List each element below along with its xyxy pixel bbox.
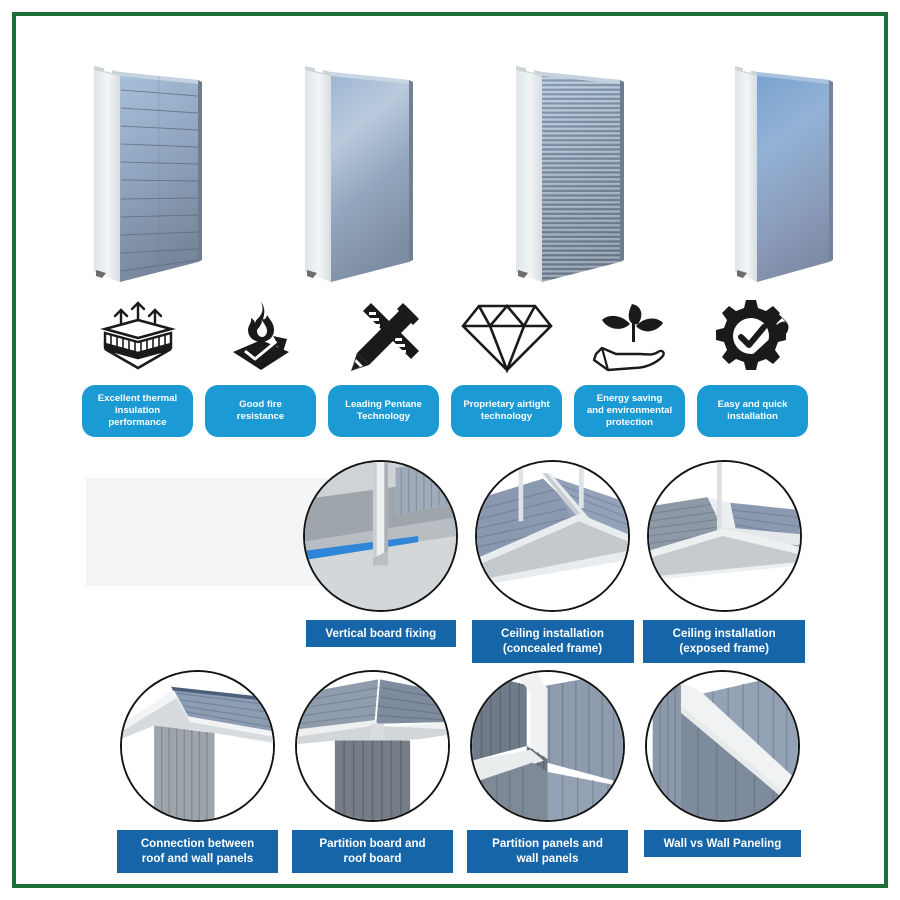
sandwich-panel-corrugated-icon (512, 54, 632, 284)
caption-ceiling-concealed: Ceiling installation (concealed frame) (471, 620, 634, 663)
caption-ceiling-exposed: Ceiling installation (exposed frame) (643, 620, 806, 663)
panel-cell (239, 42, 450, 284)
caption-line: Ceiling installation (672, 627, 776, 640)
caption-line: (concealed frame) (502, 642, 603, 656)
caption-roof-wall-connection: Connection between roof and wall panels (117, 830, 278, 873)
installation-item: Ceiling installation (concealed frame) (467, 460, 639, 663)
pill-cell: Good fire resistance (199, 385, 322, 437)
partition-board-roof-board-photo[interactable] (295, 670, 450, 822)
feature-pill-pentane-technology[interactable]: Leading Pentane Technology (328, 385, 439, 437)
roof-wall-panel-connection-photo[interactable] (120, 670, 275, 822)
caption-line: Partition board and (319, 837, 426, 850)
sandwich-panel-wide-groove-icon (90, 54, 210, 284)
hand-plant-eco-icon (568, 292, 691, 380)
pill-line: Proprietary airtight (463, 398, 550, 410)
feature-pill-airtight-technology[interactable]: Proprietary airtight technology (451, 385, 562, 437)
ceiling-installation-concealed-frame-photo[interactable] (475, 460, 630, 612)
installation-row-two: Connection between roof and wall panels (110, 670, 810, 873)
pencil-ruler-icon (322, 292, 445, 380)
pill-line: Leading Pentane (345, 398, 422, 410)
caption-line: roof board (343, 852, 402, 866)
feature-icon-row (76, 292, 836, 380)
installation-item: Partition board and roof board (285, 670, 460, 873)
pill-cell: Easy and quick installation (691, 385, 814, 437)
installation-item: Wall vs Wall Paneling (635, 670, 810, 873)
pill-line: installation (727, 411, 778, 422)
installation-item: Vertical board fixing (295, 460, 467, 663)
feature-pill-energy-saving[interactable]: Energy saving and environmental protecti… (574, 385, 685, 437)
panel-cell (661, 42, 872, 284)
caption-line: Wall vs Wall Paneling (663, 837, 782, 850)
pill-cell: Proprietary airtight technology (445, 385, 568, 437)
flame-fire-resistance-icon (199, 292, 322, 380)
caption-line: roof and wall panels (141, 852, 254, 866)
caption-line: (exposed frame) (679, 642, 769, 656)
pill-line: insulation (114, 404, 161, 416)
layers-insulation-icon (76, 292, 199, 380)
product-panel-row (28, 42, 872, 284)
sandwich-panel-smooth-icon (301, 54, 421, 284)
pill-line: Good fire (239, 398, 282, 410)
diamond-icon (445, 292, 568, 380)
gear-wrench-check-icon (691, 292, 814, 380)
panel-cell (450, 42, 661, 284)
caption-line: Ceiling installation (500, 627, 605, 640)
caption-line: Connection between (140, 837, 255, 850)
pill-line: resistance (236, 411, 285, 422)
installation-item: Connection between roof and wall panels (110, 670, 285, 873)
feature-pill-fire-resistance[interactable]: Good fire resistance (205, 385, 316, 437)
pill-line: Easy and quick (717, 398, 788, 410)
vertical-board-fixing-photo[interactable] (303, 460, 459, 612)
caption-line: wall panels (516, 852, 579, 866)
ceiling-installation-exposed-frame-photo[interactable] (646, 460, 802, 612)
caption-vertical-board-fixing: Vertical board fixing (305, 620, 456, 648)
pill-line: Energy saving (596, 392, 663, 404)
installation-row-one: Vertical board fixing (295, 460, 810, 663)
caption-partition-wall-panels: Partition panels and wall panels (467, 830, 628, 873)
pill-line: protection (606, 417, 653, 429)
pill-cell: Leading Pentane Technology (322, 385, 445, 437)
wall-vs-wall-paneling-photo[interactable] (645, 670, 800, 822)
panel-cell (28, 42, 239, 284)
caption-wall-vs-wall-paneling: Wall vs Wall Paneling (644, 830, 801, 858)
caption-line: Partition panels and (492, 837, 603, 850)
pill-line: and environmental (586, 404, 673, 416)
pill-cell: Energy saving and environmental protecti… (568, 385, 691, 437)
sandwich-panel-plain-icon (723, 54, 843, 284)
pill-line: Technology (356, 411, 411, 422)
feature-pill-thermal-insulation[interactable]: Excellent thermal insulation performance (82, 385, 193, 437)
installation-item: Partition panels and wall panels (460, 670, 635, 873)
pill-cell: Excellent thermal insulation performance (76, 385, 199, 437)
feature-pill-easy-installation[interactable]: Easy and quick installation (697, 385, 808, 437)
pill-line: Excellent thermal (97, 392, 178, 404)
pill-line: technology (480, 411, 533, 422)
caption-line: Vertical board fixing (325, 627, 437, 640)
feature-pill-row: Excellent thermal insulation performance… (76, 385, 836, 437)
pill-line: performance (108, 417, 167, 429)
installation-item: Ceiling installation (exposed frame) (638, 460, 810, 663)
partition-panels-wall-panels-photo[interactable] (470, 670, 625, 822)
caption-partition-roof-board: Partition board and roof board (292, 830, 453, 873)
